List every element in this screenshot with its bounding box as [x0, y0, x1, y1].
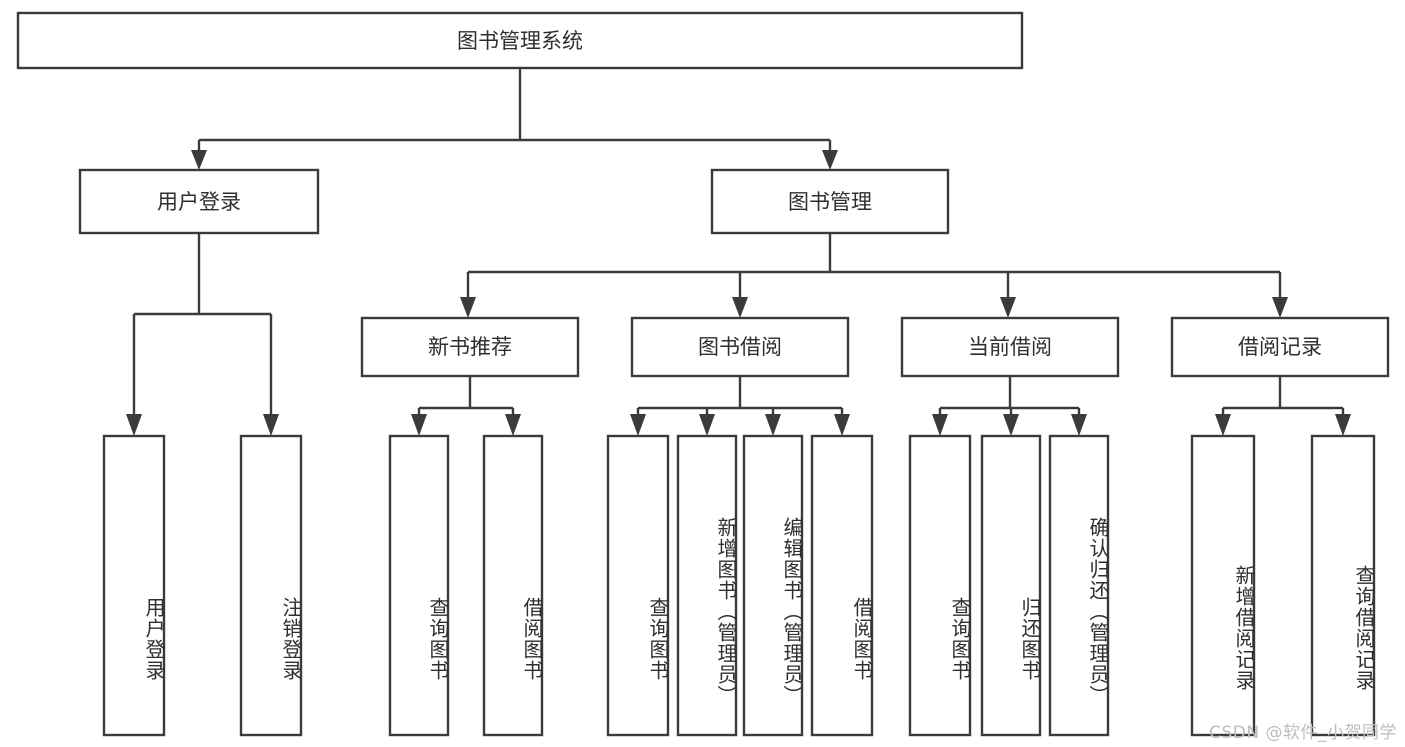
arrow-head-leaf-query-book-1: [411, 414, 427, 436]
node-leaf-edit-book[interactable]: [742, 434, 804, 737]
node-leaf-borrow-book-2[interactable]: [810, 434, 874, 737]
arrow-head-leaf-add-book: [699, 414, 715, 436]
node-root-book-management-system[interactable]: [16, 11, 1024, 70]
node-book-borrow-label: 图书借阅: [698, 335, 782, 359]
node-user-login[interactable]: [78, 168, 320, 235]
node-layer: 图书管理系统 用户登录 图书管理 新书推荐 图书借阅 当前借阅 借阅记录: [16, 11, 1390, 737]
arrow-head-current-borrow: [1000, 297, 1016, 318]
node-leaf-confirm-return[interactable]: [1048, 434, 1110, 737]
arrow-head-book-manage: [822, 150, 838, 170]
arrow-head-leaf-borrow-book-2: [834, 414, 850, 436]
arrow-head-leaf-edit-book: [765, 414, 781, 436]
leaf-box-layer: [102, 434, 1376, 737]
arrow-head-leaf-user-login: [126, 414, 142, 436]
arrow-head-leaf-query-book-2: [630, 414, 646, 436]
node-leaf-add-record[interactable]: [1190, 434, 1256, 737]
node-book-management[interactable]: [710, 168, 950, 235]
node-leaf-query-book-1[interactable]: [388, 434, 450, 737]
arrow-head-book-borrow: [732, 297, 748, 318]
node-current-borrow-label: 当前借阅: [968, 335, 1052, 359]
node-leaf-logout[interactable]: [239, 434, 303, 737]
arrow-head-leaf-add-record: [1215, 414, 1231, 436]
node-leaf-query-book-3[interactable]: [908, 434, 972, 737]
arrow-head-leaf-logout: [263, 414, 279, 436]
arrow-head-leaf-confirm-return: [1071, 414, 1087, 436]
arrow-head-borrow-record: [1272, 297, 1288, 318]
node-borrow-record-label: 借阅记录: [1238, 335, 1322, 359]
node-leaf-query-book-2[interactable]: [606, 434, 670, 737]
arrow-head-new-book-rec: [460, 297, 476, 318]
arrow-head-leaf-query-record: [1335, 414, 1351, 436]
node-book-borrow[interactable]: [630, 316, 850, 378]
connector-layer: [126, 68, 1351, 436]
node-leaf-add-book[interactable]: [676, 434, 738, 737]
node-book-management-label: 图书管理: [788, 190, 872, 214]
node-new-book-recommend[interactable]: [360, 316, 580, 378]
arrow-head-leaf-return-book: [1003, 414, 1019, 436]
node-leaf-query-record[interactable]: [1310, 434, 1376, 737]
arrow-head-leaf-query-book-3: [932, 414, 948, 436]
arrow-head-leaf-borrow-book-1: [505, 414, 521, 436]
arrow-head-user-login: [191, 150, 207, 170]
node-leaf-user-login[interactable]: [102, 434, 166, 737]
watermark-text: CSDN @软件_小贺同学: [1209, 723, 1397, 743]
node-borrow-record[interactable]: [1170, 316, 1390, 378]
node-leaf-return-book[interactable]: [980, 434, 1042, 737]
node-user-login-label: 用户登录: [157, 190, 241, 214]
node-root-label: 图书管理系统: [457, 29, 583, 53]
node-current-borrow[interactable]: [900, 316, 1120, 378]
node-new-book-recommend-label: 新书推荐: [428, 335, 512, 359]
node-leaf-borrow-book-1[interactable]: [482, 434, 544, 737]
